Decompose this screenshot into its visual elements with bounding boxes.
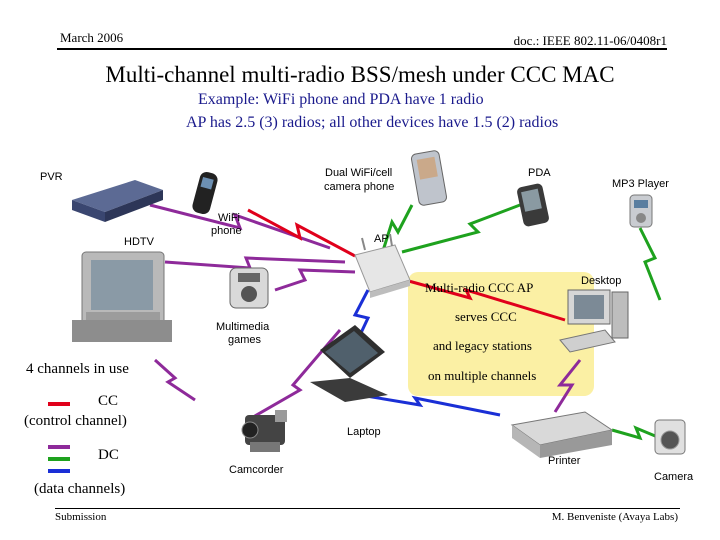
link-wifiphone-ap <box>247 208 356 258</box>
mp3-player-icon <box>629 194 653 228</box>
footer-rule <box>55 508 680 509</box>
link-ap-desktop <box>404 278 566 322</box>
link-pvr-ap <box>149 203 331 250</box>
legend-bar-dc-1 <box>48 445 70 449</box>
legend-cc: CC <box>98 393 119 409</box>
label-camcorder: Camcorder <box>229 464 284 476</box>
link-printer-camera <box>611 425 661 441</box>
link-multimedia-ap <box>274 268 356 292</box>
legend-heading: 4 channels in use <box>26 361 129 377</box>
link-mp3-desktop <box>638 227 662 301</box>
label-hdtv: HDTV <box>124 236 154 248</box>
label-wifi-phone-1: WiFi <box>218 212 240 224</box>
callout-line-4: on multiple channels <box>428 368 537 383</box>
wifi-phone-icon <box>192 171 218 215</box>
label-multimedia-1: Multimedia <box>216 321 270 333</box>
link-desktop-printer <box>553 359 582 413</box>
link-pda-ap <box>401 203 521 254</box>
printer-icon <box>510 411 614 458</box>
link-legend <box>153 358 196 402</box>
link-camcorder <box>247 329 342 422</box>
callout-line-3: and legacy stations <box>433 338 532 353</box>
callout-box <box>408 272 594 396</box>
label-ap: AP <box>374 233 389 245</box>
subtitle-line-1: Example: WiFi phone and PDA have 1 radio <box>198 91 484 108</box>
header-rule <box>57 48 667 50</box>
desktop-computer-icon <box>559 289 629 353</box>
footer-submission: Submission <box>55 511 107 523</box>
link-hdtv-ap <box>164 256 346 270</box>
link-dualphone-ap <box>380 204 414 255</box>
label-wifi-phone-2: phone <box>211 225 242 237</box>
callout-line-1: Multi-radio CCC AP <box>425 280 534 295</box>
header-date: March 2006 <box>60 30 124 45</box>
label-dual-phone-2: camera phone <box>324 181 395 193</box>
callout-line-2: serves CCC <box>455 309 517 324</box>
footer-author: M. Benveniste (Avaya Labs) <box>551 511 678 523</box>
hdtv-icon <box>72 251 172 342</box>
slide-title: Multi-channel multi-radio BSS/mesh under… <box>105 62 615 87</box>
label-pda: PDA <box>528 167 551 179</box>
legend-bar-dc-3 <box>48 469 70 473</box>
legend-bar-dc-2 <box>48 457 70 461</box>
dual-phone-icon <box>410 150 448 206</box>
label-mp3: MP3 Player <box>612 178 669 190</box>
legend-cc-desc: (control channel) <box>24 413 127 429</box>
camera-icon <box>654 419 686 455</box>
subtitle-line-2: AP has 2.5 (3) radios; all other devices… <box>186 114 559 131</box>
label-camera: Camera <box>654 471 694 483</box>
legend-bar-cc <box>48 402 70 406</box>
legend-dc-desc: (data channels) <box>34 481 126 497</box>
pvr-icon <box>72 180 163 222</box>
access-point-icon <box>354 233 411 298</box>
link-ap-printer <box>359 393 501 417</box>
label-pvr: PVR <box>40 171 63 183</box>
label-laptop: Laptop <box>347 426 381 438</box>
multimedia-game-icon <box>229 267 269 309</box>
pda-icon <box>517 183 549 227</box>
legend-dc: DC <box>98 447 119 463</box>
label-multimedia-2: games <box>228 334 262 346</box>
label-desktop: Desktop <box>581 275 622 287</box>
header-doc-id: doc.: IEEE 802.11-06/0408r1 <box>513 33 667 48</box>
label-dual-phone-1: Dual WiFi/cell <box>325 167 393 179</box>
label-printer: Printer <box>548 455 581 467</box>
laptop-icon <box>310 325 388 402</box>
camcorder-icon <box>241 410 287 452</box>
